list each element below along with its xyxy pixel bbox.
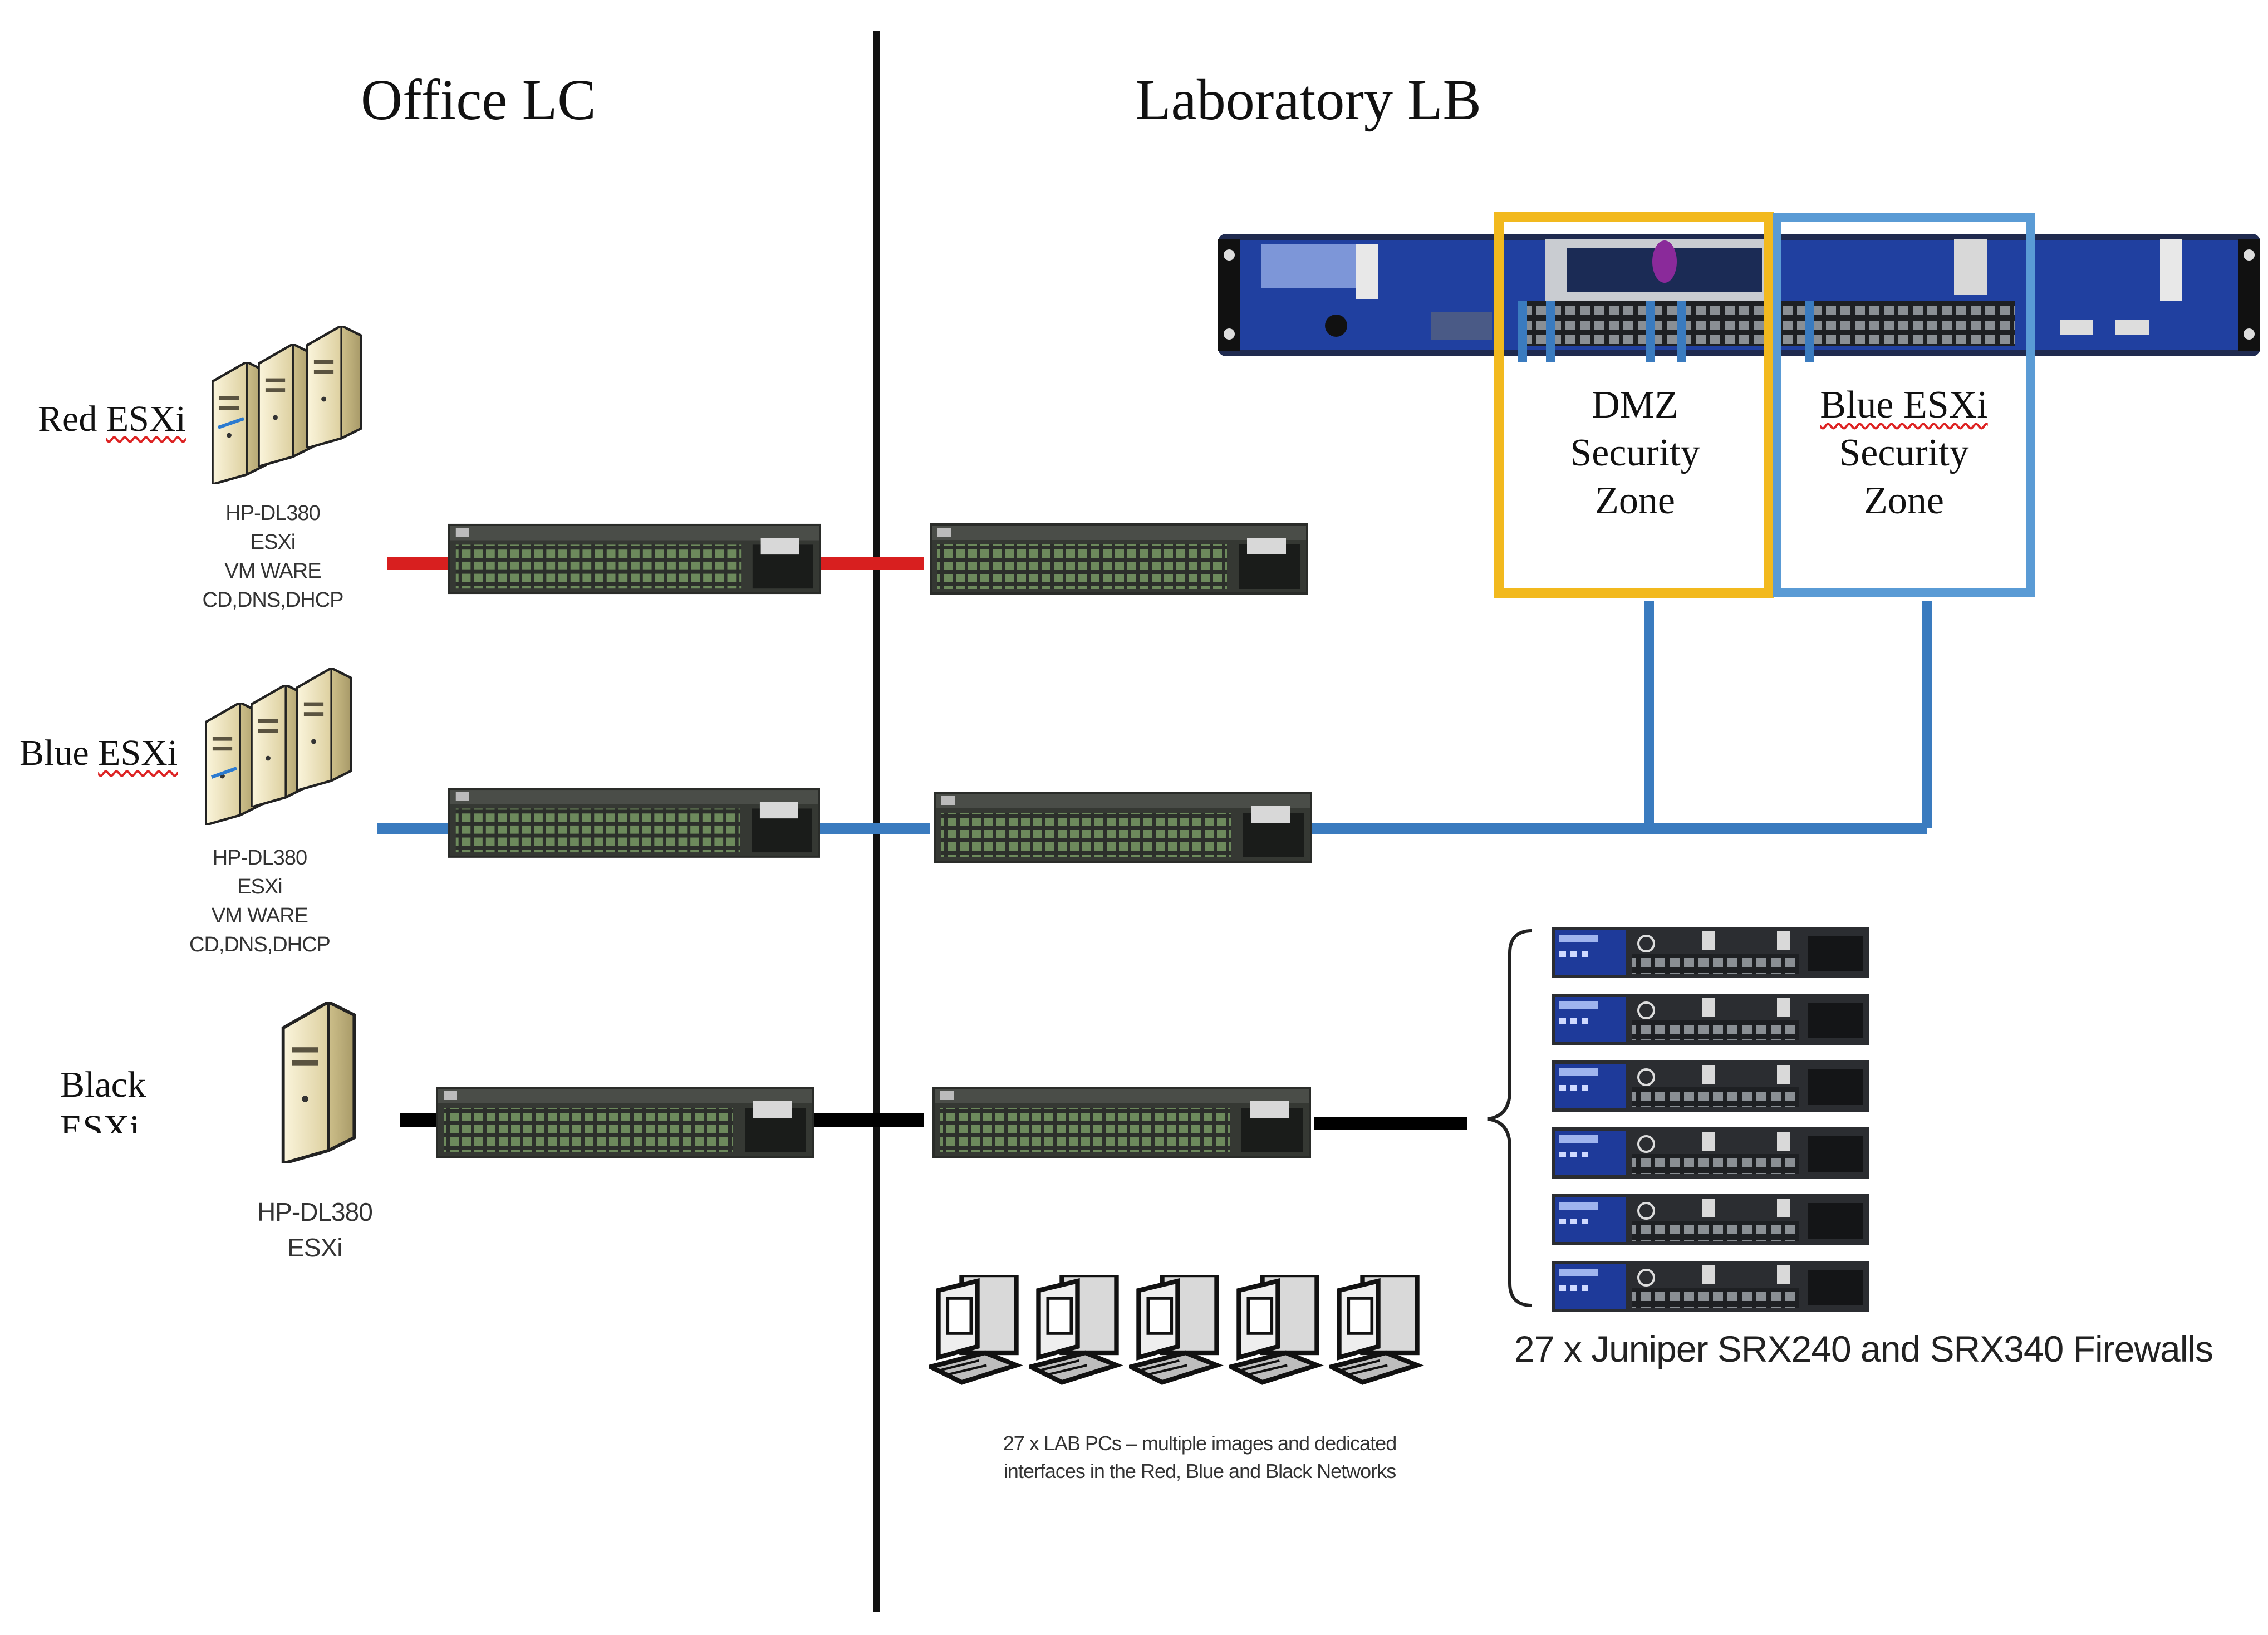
network-switch-icon: [436, 1087, 814, 1158]
dmz-zone-label: DMZ Security Zone: [1570, 384, 1700, 522]
lab-pc-icon: [1031, 1275, 1117, 1382]
black-esxi-label: Black ESXi: [60, 1064, 146, 1133]
srx-firewall-icon: [1552, 1261, 1869, 1312]
office-heading: Office LC: [361, 68, 596, 132]
network-switch-icon: [934, 792, 1312, 863]
blue-zone-box: [1773, 213, 2035, 597]
brace-icon: [1487, 929, 1533, 1307]
network-switch-icon: [448, 523, 821, 595]
network-switch-icon: [930, 523, 1308, 595]
lab-pc-icon: [1131, 1275, 1217, 1382]
firewalls-caption: 27 x Juniper SRX240 and SRX340 Firewalls: [1514, 1328, 2213, 1369]
blue-esxi-spec: HP-DL380 ESXi VM WARE CD,DNS,DHCP: [189, 846, 331, 956]
server-tower-icon: [213, 326, 361, 484]
network-switch-icon: [932, 1087, 1311, 1158]
lab-pc-icon: [1332, 1275, 1417, 1382]
srx-chassis-icon: [1218, 234, 2260, 362]
black-esxi-spec: HP-DL380 ESXi: [257, 1197, 373, 1262]
laboratory-heading: Laboratory LB: [1136, 68, 1481, 132]
lab-pcs-caption: 27 x LAB PCs – multiple images and dedic…: [1003, 1432, 1397, 1482]
server-tower-icon: [206, 668, 351, 825]
srx-firewall-icon: [1552, 927, 1869, 978]
srx-firewall-icon: [1552, 994, 1869, 1045]
network-switch-icon: [448, 788, 820, 858]
lab-pc-icon: [931, 1275, 1017, 1382]
blue-esxi-label: Blue ESXi: [19, 733, 178, 773]
red-esxi-spec: HP-DL380 ESXi VM WARE CD,DNS,DHCP: [202, 502, 344, 612]
srx-firewall-icon: [1552, 1127, 1869, 1179]
blue-zone-label: Blue ESXi Security Zone: [1820, 384, 1988, 522]
srx-firewall-icon: [1552, 1194, 1869, 1245]
srx-firewall-icon: [1552, 1060, 1869, 1112]
server-tower-icon: [283, 1002, 355, 1163]
lab-pc-icon: [1231, 1275, 1317, 1382]
dmz-zone-box: [1494, 212, 1774, 598]
red-esxi-label: Red ESXi: [38, 399, 186, 439]
